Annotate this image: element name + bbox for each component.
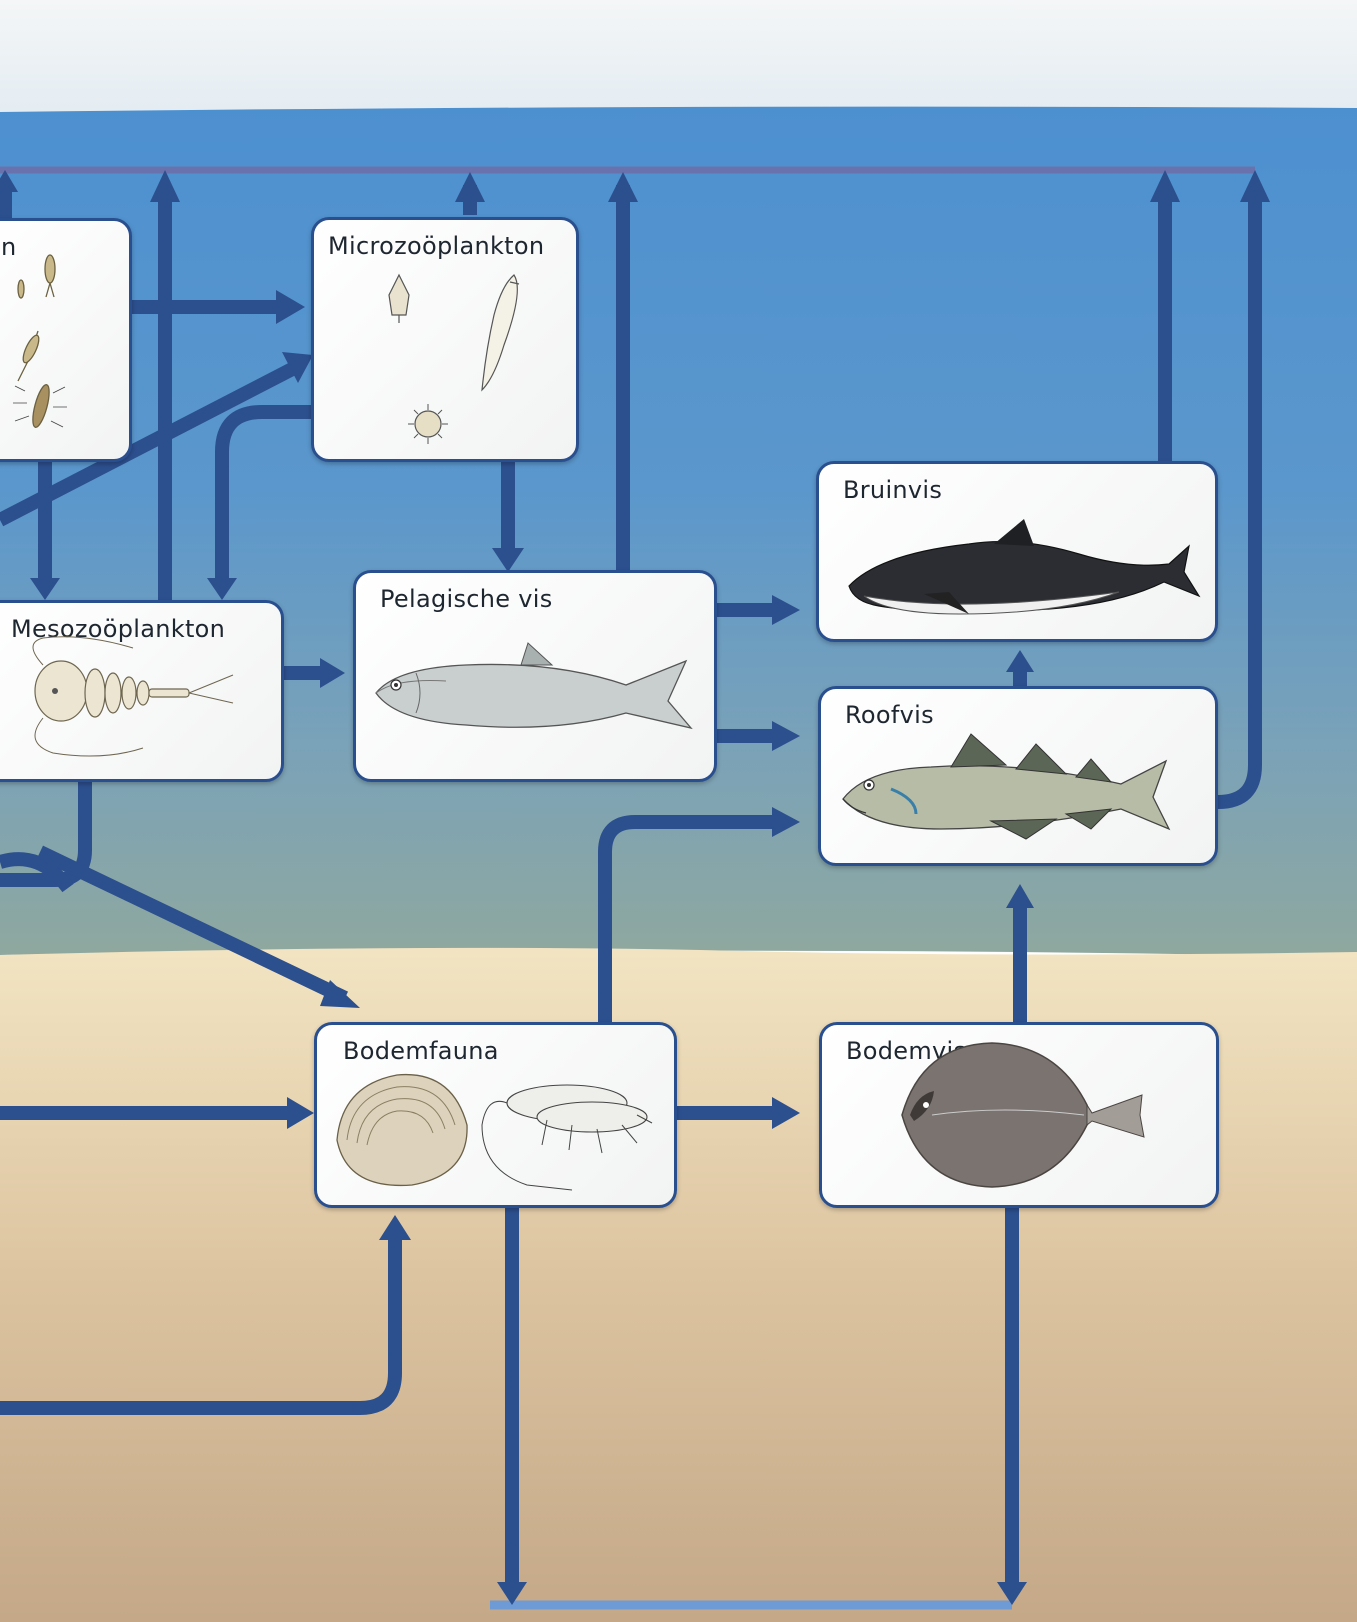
microzooplankton-drawing — [314, 220, 579, 462]
sky-layer — [0, 0, 1357, 120]
node-bodemfauna: Bodemfauna — [314, 1022, 677, 1208]
node-roofvis: Roofvis — [818, 686, 1218, 866]
node-mesozooplankton: Mesozoöplankton — [0, 600, 284, 782]
phytoplankton-drawing — [0, 221, 132, 462]
node-microzooplankton: Microzoöplankton — [311, 217, 579, 462]
node-pelagische-vis: Pelagische vis — [353, 570, 717, 782]
flatfish-drawing — [822, 1025, 1219, 1208]
copepod-drawing — [0, 603, 284, 782]
node-bruinvis: Bruinvis — [816, 461, 1218, 642]
node-phytoplankton: n — [0, 218, 132, 462]
node-bodemvis: Bodemvis — [819, 1022, 1219, 1208]
herring-drawing — [356, 573, 717, 782]
clam-and-amphipod-drawing — [317, 1025, 677, 1208]
cod-drawing — [821, 689, 1218, 866]
porpoise-drawing — [819, 464, 1218, 642]
